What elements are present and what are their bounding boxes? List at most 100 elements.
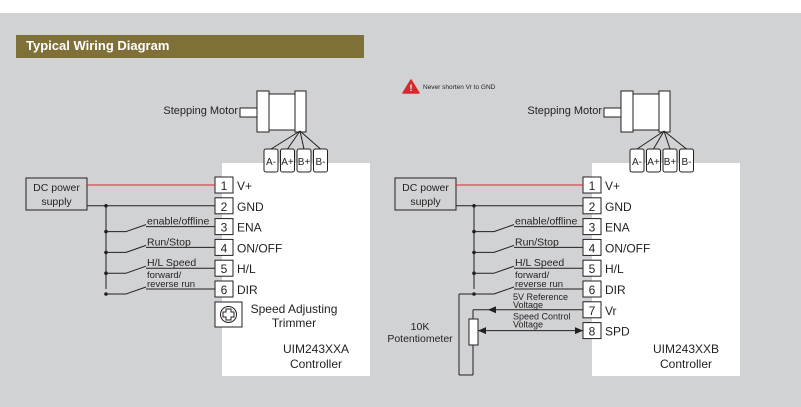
pin-name-vr: Vr — [605, 304, 617, 318]
controller-box — [592, 163, 740, 376]
motor-front-flange — [256, 90, 270, 133]
pin-name-h-l: H/L — [605, 262, 624, 276]
switch-blade — [493, 265, 515, 274]
switch-blade — [125, 265, 147, 274]
switch-blade — [125, 286, 147, 295]
switch-label: enable/offline — [515, 216, 577, 228]
motor-terminal-label: B+ — [664, 157, 677, 168]
section-title: Typical Wiring Diagram — [26, 38, 170, 53]
motor-lead-A- — [636, 130, 665, 150]
pin-name-v+: V+ — [237, 179, 252, 193]
power-supply-label: supply — [410, 196, 441, 208]
pin-number: 2 — [221, 200, 228, 214]
switch-blade — [125, 244, 147, 253]
spd-arrow-left-icon — [478, 327, 486, 335]
trimmer-label: Trimmer — [272, 316, 316, 330]
power-supply-label: supply — [41, 196, 72, 208]
controller-label: Controller — [660, 357, 712, 371]
switch-label: H/L Speed — [147, 257, 196, 269]
switch-label: reverse run — [515, 279, 563, 290]
motor-terminal-A- — [629, 148, 645, 173]
spd-wire-label: Speed Control — [513, 312, 571, 322]
power-supply-label: DC power — [33, 182, 80, 194]
motor-shaft — [603, 107, 622, 118]
motor-terminal-label: A- — [632, 157, 642, 168]
pin-number: 1 — [589, 179, 596, 193]
pin-number: 6 — [221, 283, 228, 297]
pin-number: 2 — [589, 200, 596, 214]
potentiometer — [468, 318, 479, 346]
spd-wire-label: Voltage — [513, 320, 543, 330]
switch-label: reverse run — [147, 279, 195, 290]
pin-number: 4 — [221, 241, 228, 255]
trimmer-dial-icon — [220, 306, 237, 323]
power-supply-label: DC power — [402, 182, 449, 194]
switch-blade — [493, 286, 515, 295]
switch-label: forward/ — [147, 270, 182, 281]
pin-number: 6 — [589, 283, 596, 297]
controller-label: Controller — [290, 357, 342, 371]
pin-name-ena: ENA — [237, 221, 262, 235]
motor-lead-A+ — [653, 130, 665, 150]
warning-exclamation: ! — [410, 83, 413, 93]
junction-dot — [104, 204, 108, 208]
motor-shaft — [239, 107, 258, 118]
switch-label: Run/Stop — [515, 236, 559, 248]
vr-arrow-icon — [488, 306, 496, 314]
pin-name-h-l: H/L — [237, 262, 256, 276]
pin-number: 5 — [589, 262, 596, 276]
pin-name-on-off: ON/OFF — [237, 241, 282, 255]
pin-number: 3 — [221, 221, 228, 235]
warning-text: Never shorten Vr to GND — [423, 84, 496, 91]
motor-lead-A- — [270, 130, 301, 150]
dc-power-supply — [394, 177, 457, 211]
motor-lead-B+ — [299, 130, 305, 150]
pin-name-on-off: ON/OFF — [605, 241, 650, 255]
switch-blade — [493, 224, 515, 233]
motor-label: Stepping Motor — [527, 105, 602, 117]
pin-number: 1 — [221, 179, 228, 193]
motor-rear-cap — [294, 90, 307, 133]
motor-rear-cap — [658, 90, 671, 133]
motor-body — [268, 93, 296, 131]
pin-number: 5 — [221, 262, 228, 276]
pin-name-ena: ENA — [605, 221, 630, 235]
pin-name-v+: V+ — [605, 179, 620, 193]
motor-terminal-B+ — [296, 148, 312, 173]
pin-name-dir: DIR — [605, 283, 626, 297]
pin-number: 8 — [589, 325, 596, 339]
motor-lead-B- — [663, 130, 687, 150]
pin-name-gnd: GND — [605, 200, 632, 214]
pin-name-dir: DIR — [237, 283, 258, 297]
switch-label: forward/ — [515, 270, 550, 281]
warning-note: ! Never shorten Vr to GND — [402, 79, 496, 94]
switch-label: H/L Speed — [515, 257, 564, 269]
pin-number: 4 — [589, 241, 596, 255]
potentiometer-label: 10K — [411, 321, 430, 333]
motor-terminal-A+ — [646, 148, 661, 173]
motor-terminal-label: A- — [266, 157, 276, 168]
trimmer-cross-icon — [222, 308, 235, 321]
vr-wire-label: Voltage — [513, 300, 543, 310]
speed-trimmer — [214, 301, 243, 328]
vr-wire-label: 5V Reference — [513, 292, 568, 302]
motor-terminal-label: B+ — [298, 157, 311, 168]
motor-terminal-A- — [263, 148, 279, 173]
motor-lead-A+ — [287, 130, 301, 150]
motor-terminal-A+ — [280, 148, 295, 173]
motor-terminal-label: A+ — [281, 157, 294, 168]
motor-terminal-B- — [313, 148, 328, 173]
potentiometer-label: Potentiometer — [387, 333, 453, 345]
motor-terminal-B+ — [662, 148, 678, 173]
motor-label: Stepping Motor — [163, 105, 238, 117]
controller-box — [222, 163, 370, 376]
motor-terminal-label: B- — [316, 157, 326, 168]
switch-blade — [493, 244, 515, 253]
pin-number: 3 — [589, 221, 596, 235]
motor-terminal-label: A+ — [647, 157, 660, 168]
motor-terminal-B- — [679, 148, 694, 173]
dc-power-supply — [25, 177, 88, 211]
